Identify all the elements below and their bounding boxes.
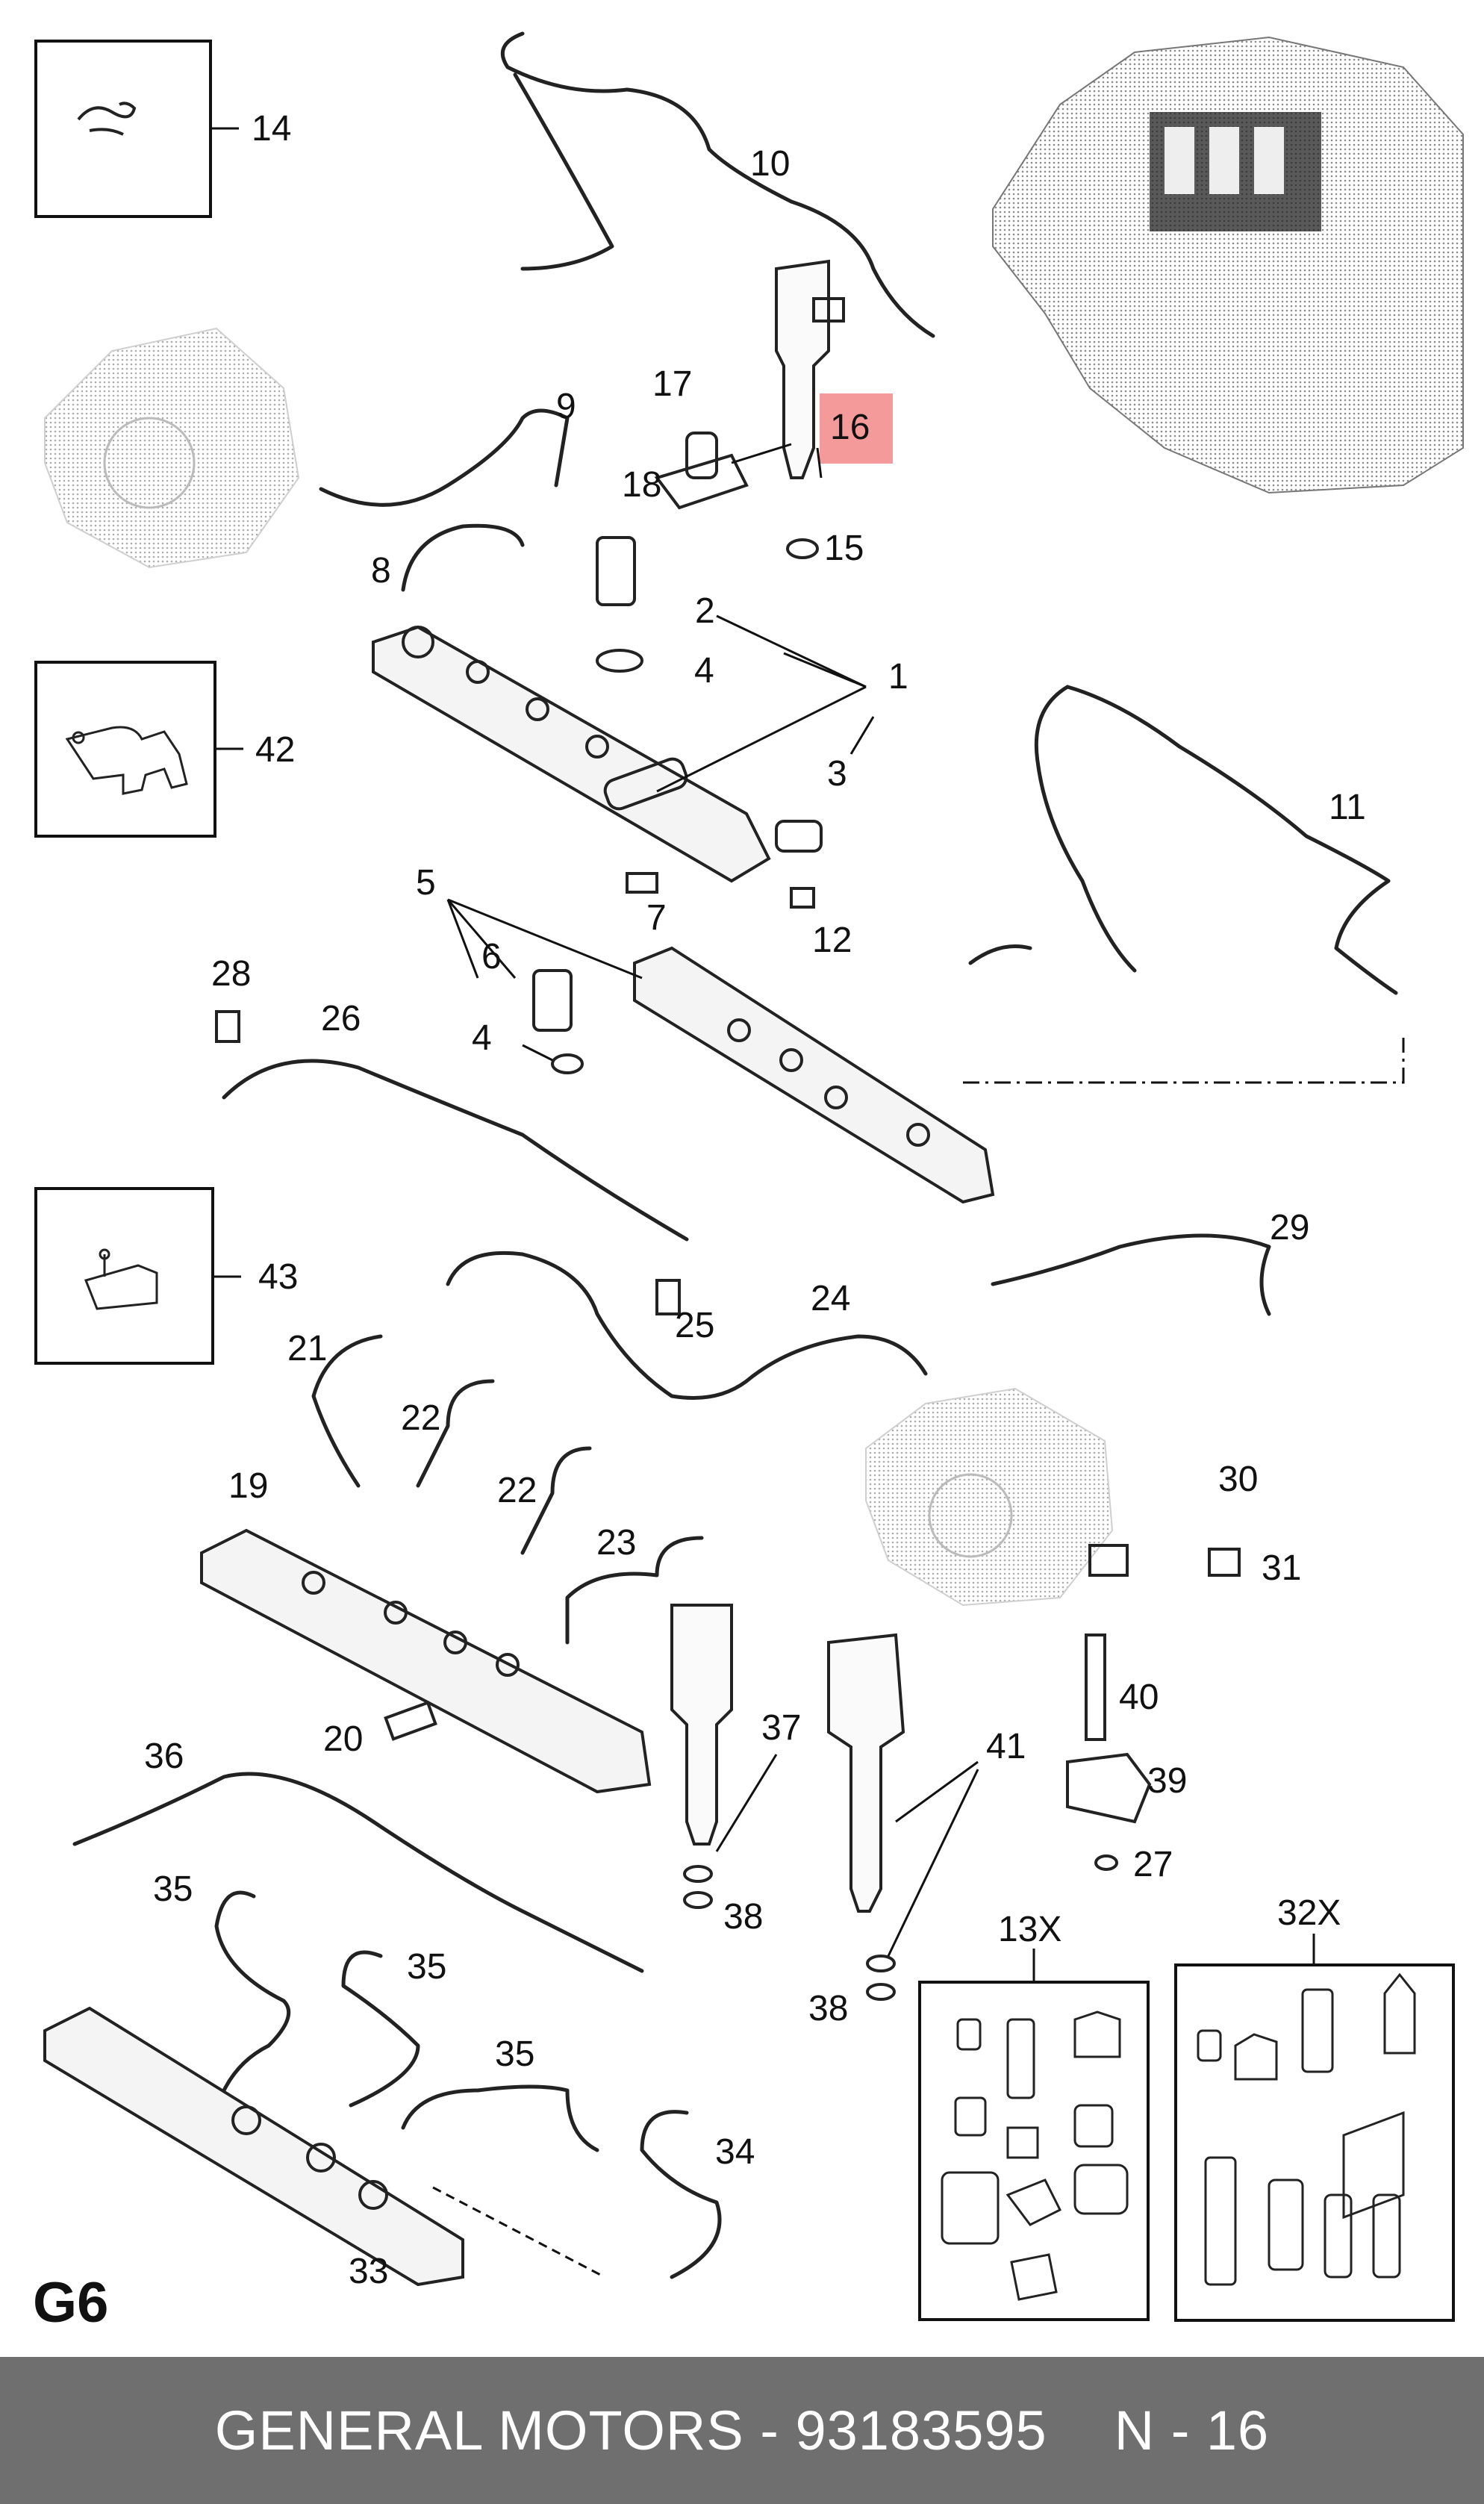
callout-34: 34 [715,2132,755,2172]
callout-4b: 4 [472,1018,492,1058]
callout-4a: 4 [694,651,714,691]
callout-1: 1 [888,657,908,697]
callout-20: 20 [323,1719,363,1759]
callout-13x: 13X [998,1910,1061,1949]
page-label: G6 [33,2271,108,2335]
callout-42: 42 [255,730,295,770]
engine-illustration [992,36,1464,494]
callout-25: 25 [675,1306,714,1345]
pump-illustration-bottom [865,1387,1114,1607]
callout-30: 30 [1218,1460,1258,1499]
footer-dash: - [760,2399,779,2461]
inset-box-clip [34,40,212,218]
callout-9: 9 [556,387,576,426]
callout-labels: 14 10 17 16 9 18 15 8 2 4 1 42 3 11 5 7 … [144,109,1366,2291]
injector-37 [670,1604,733,1846]
footer-brand: GENERAL MOTORS [214,2399,744,2461]
callout-38b: 38 [808,1989,848,2028]
fuel-rail-5 [633,946,995,1204]
callout-35b: 35 [407,1947,446,1987]
callout-15: 15 [824,529,864,568]
kit-box-32x [1174,1963,1455,2322]
fuel-pipes [72,31,1398,2279]
callout-41: 41 [986,1727,1026,1766]
fuel-rail-19 [200,1528,652,1794]
callout-35a: 35 [153,1869,193,1909]
callout-31: 31 [1262,1548,1301,1588]
callout-36: 36 [144,1737,184,1776]
callout-39: 39 [1147,1761,1187,1801]
callout-22b: 22 [497,1471,537,1510]
callout-38a: 38 [723,1897,763,1937]
footer-bar: GENERAL MOTORS - 93183595 N - 16 [0,2357,1484,2504]
callout-17: 17 [652,364,692,404]
callout-43: 43 [258,1257,298,1297]
inset-box-bracket [34,661,216,838]
callout-12: 12 [812,921,852,960]
callout-35c: 35 [495,2034,534,2074]
callout-22a: 22 [401,1398,440,1438]
fuel-rail-1 [372,625,771,883]
callout-5: 5 [416,863,436,903]
callout-14: 14 [252,109,291,149]
callout-27: 27 [1133,1845,1173,1884]
callout-8: 8 [371,551,391,591]
parts-exploded-diagram: 14 10 17 16 9 18 15 8 2 4 1 42 3 11 5 7 … [33,31,1464,2335]
callout-32x: 32X [1277,1893,1341,1933]
pump-illustration-top [44,327,300,569]
callout-21: 21 [287,1329,327,1368]
injector-41 [827,1633,905,1913]
footer-ref: N - 16 [1114,2399,1270,2461]
callout-19: 19 [228,1466,268,1506]
callout-29: 29 [1270,1208,1309,1248]
callout-24: 24 [811,1279,850,1318]
callout-16: 16 [830,408,870,447]
inset-box-clamp [34,1187,214,1365]
injector-16 [775,259,845,479]
callout-33: 33 [349,2252,388,2291]
callout-6: 6 [481,937,502,977]
callout-3: 3 [827,754,847,794]
callout-26: 26 [321,999,361,1038]
hardware-parts [215,432,1241,2001]
callout-2: 2 [695,591,715,631]
callout-40: 40 [1119,1678,1159,1717]
callout-7: 7 [646,898,667,938]
footer-part-number: 93183595 [795,2399,1047,2461]
callout-10: 10 [750,144,790,184]
callout-23: 23 [596,1523,636,1563]
leader-lines [432,443,1405,2279]
callout-28: 28 [211,954,251,994]
callout-18: 18 [622,465,661,505]
callout-37: 37 [761,1708,801,1748]
kit-box-13x [918,1981,1150,2321]
fuel-rail-33 [43,2006,464,2287]
part-16-highlight [820,393,893,464]
callout-11: 11 [1329,788,1366,827]
